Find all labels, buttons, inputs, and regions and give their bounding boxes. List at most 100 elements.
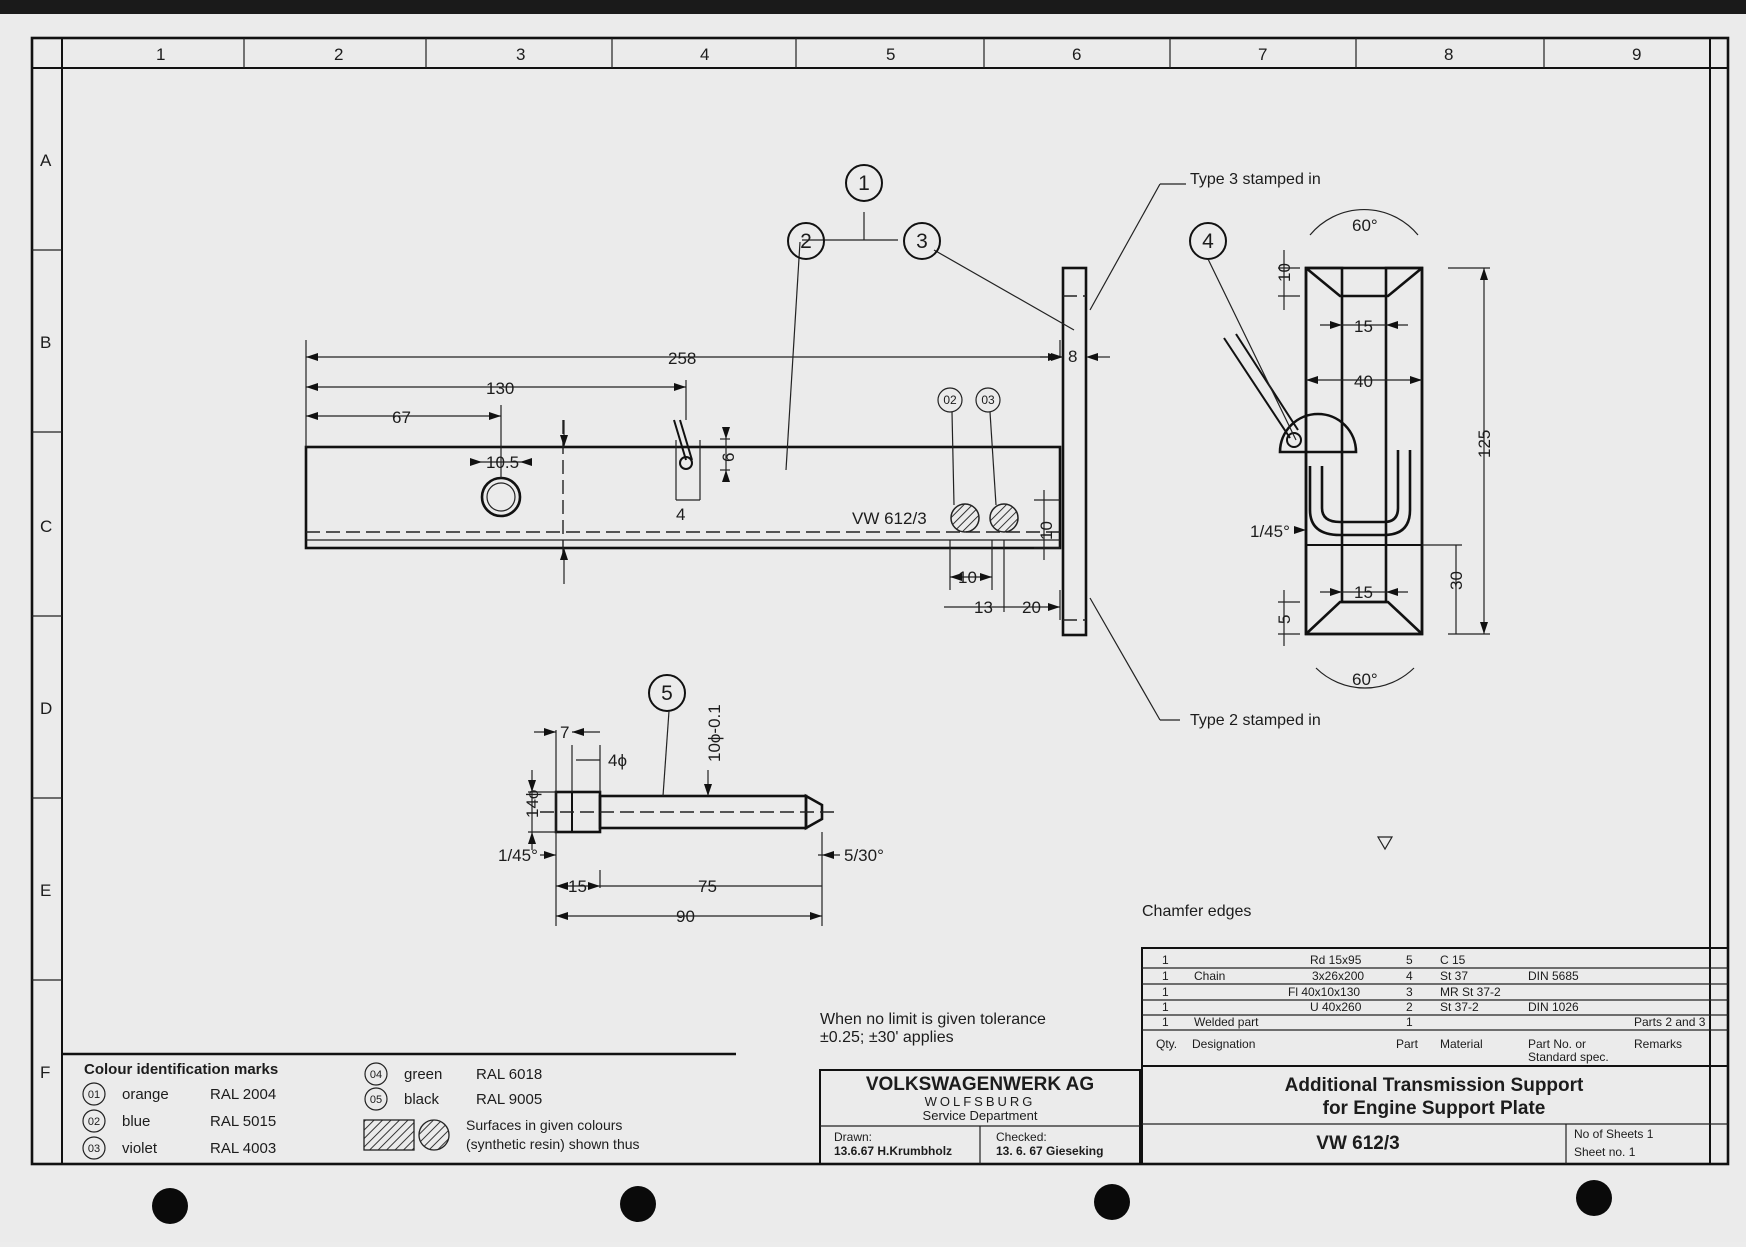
sheets-count: No of Sheets 1	[1574, 1127, 1654, 1141]
colour-name-03: violet	[122, 1140, 158, 1157]
parts-material-5: C 15	[1440, 953, 1466, 967]
parts-material-3: MR St 37-2	[1440, 985, 1501, 999]
parts-qty-1: 1	[1162, 1015, 1169, 1029]
parts-header-remarks: Remarks	[1634, 1037, 1682, 1051]
pin-view: 7 4ϕ 10ϕ-0.1 14ϕ 1/45° 5/30° 15 75 90	[498, 704, 884, 926]
dim-10-vert: 10	[1037, 521, 1056, 540]
colour-name-02: blue	[122, 1113, 150, 1130]
colour-legend-title: Colour identification marks	[84, 1061, 278, 1078]
drawn-label: Drawn:	[834, 1130, 872, 1144]
grid-col-6: 6	[1072, 45, 1081, 64]
colour-name-05: black	[404, 1091, 440, 1108]
dim-125: 125	[1475, 430, 1494, 458]
dim-8: 8	[1068, 347, 1077, 366]
pin-dim-7: 7	[560, 723, 569, 742]
drawn-value: 13.6.67 H.Krumbholz	[834, 1144, 952, 1158]
dim-13: 13	[974, 598, 993, 617]
grid-col-5: 5	[886, 45, 895, 64]
side-view: 60° 10 15 40 125 1/45° 15 30 5 60°	[1207, 208, 1494, 689]
parts-spec-4: DIN 5685	[1528, 969, 1579, 983]
parts-header-spec-1: Part No. or	[1528, 1037, 1586, 1051]
colour-name-01: orange	[122, 1086, 169, 1103]
colour-code-02: 02	[88, 1116, 100, 1128]
mark-callout-02: 02	[943, 393, 957, 407]
parts-material-2: St 37-2	[1440, 1000, 1479, 1014]
parts-part-5: 5	[1406, 953, 1413, 967]
colour-ral-05: RAL 9005	[476, 1091, 542, 1108]
parts-part-3: 3	[1406, 985, 1413, 999]
dim-10: 10	[958, 568, 977, 587]
parts-material-4: St 37	[1440, 969, 1468, 983]
dim-6: 6	[719, 453, 738, 462]
pin-dim-14: 14ϕ	[523, 790, 542, 818]
company-department: Service Department	[923, 1108, 1038, 1123]
grid-col-7: 7	[1258, 45, 1267, 64]
pin-dim-10: 10ϕ-0.1	[705, 704, 724, 762]
tolerance-note-1: When no limit is given tolerance	[820, 1011, 1046, 1028]
parts-qty-4: 1	[1162, 969, 1169, 983]
pin-dim-90: 90	[676, 907, 695, 926]
title-line-1: Additional Transmission Support	[1285, 1075, 1584, 1096]
dim-20: 20	[1022, 598, 1041, 617]
type2-note: Type 2 stamped in	[1190, 712, 1321, 729]
parts-list: 1 Rd 15x95 5 C 15 1 Chain 3x26x200 4 St …	[1141, 947, 1729, 1067]
grid-col-9: 9	[1632, 45, 1641, 64]
callout-4: 4	[1202, 230, 1214, 253]
colour-ral-01: RAL 2004	[210, 1086, 276, 1103]
dim-10-side: 10	[1275, 263, 1294, 282]
tolerance-note-2: ±0.25; ±30' applies	[820, 1029, 954, 1046]
parts-size-4: 3x26x200	[1312, 969, 1364, 983]
colour-ral-02: RAL 5015	[210, 1113, 276, 1130]
grid-col-1: 1	[156, 45, 165, 64]
parts-remarks-1: Parts 2 and 3	[1634, 1015, 1706, 1029]
pin-dim-chamfer: 1/45°	[498, 846, 538, 865]
parts-spec-2: DIN 1026	[1528, 1000, 1579, 1014]
pin-dim-15: 15	[568, 877, 587, 896]
pin-dim-75: 75	[698, 877, 717, 896]
type3-note: Type 3 stamped in	[1190, 171, 1321, 188]
parts-part-2: 2	[1406, 1000, 1413, 1014]
dim-4: 4	[676, 505, 685, 524]
checked-value: 13. 6. 67 Gieseking	[996, 1144, 1103, 1158]
colour-code-03: 03	[88, 1143, 100, 1155]
grid-col-3: 3	[516, 45, 525, 64]
callout-3: 3	[916, 230, 928, 253]
dim-chamfer-side: 1/45°	[1250, 522, 1290, 541]
grid-row-C: C	[40, 517, 52, 536]
dim-67: 67	[392, 408, 411, 427]
parts-header-material: Material	[1440, 1037, 1483, 1051]
parts-qty-3: 1	[1162, 985, 1169, 999]
punch-holes	[152, 1180, 1612, 1224]
dim-60-top: 60°	[1352, 216, 1378, 235]
parts-designation-1: Welded part	[1194, 1015, 1259, 1029]
callout-1: 1	[858, 172, 870, 195]
sheet-number: Sheet no. 1	[1574, 1145, 1636, 1159]
surfaces-note-2: (synthetic resin) shown thus	[466, 1136, 640, 1152]
colour-legend: Colour identification marks 01 02 03 04 …	[62, 1052, 736, 1160]
grid-row-F: F	[40, 1063, 50, 1082]
chamfer-note: Chamfer edges	[1142, 903, 1251, 920]
title-block: VOLKSWAGENWERK AG WOLFSBURG Service Depa…	[819, 1065, 1729, 1165]
colour-name-04: green	[404, 1066, 442, 1083]
grid-col-8: 8	[1444, 45, 1453, 64]
checked-label: Checked:	[996, 1130, 1047, 1144]
grid-row-B: B	[40, 333, 51, 352]
dim-5: 5	[1275, 615, 1294, 624]
parts-size-2: U 40x260	[1310, 1000, 1362, 1014]
parts-header-spec-2: Standard spec.	[1528, 1050, 1609, 1064]
dim-10-5: 10.5	[486, 453, 519, 472]
grid-row-A: A	[40, 151, 52, 170]
grid-col-4: 4	[700, 45, 709, 64]
colour-code-04: 04	[370, 1069, 382, 1081]
callout-5: 5	[661, 682, 673, 705]
parts-qty-2: 1	[1162, 1000, 1169, 1014]
part-mark-label: VW 612/3	[852, 509, 927, 528]
parts-designation-4: Chain	[1194, 969, 1225, 983]
drawing-number: VW 612/3	[1316, 1133, 1399, 1154]
dim-15-top: 15	[1354, 317, 1373, 336]
parts-header-qty: Qty.	[1156, 1037, 1177, 1051]
dim-40: 40	[1354, 372, 1373, 391]
dim-15-bottom: 15	[1354, 583, 1373, 602]
